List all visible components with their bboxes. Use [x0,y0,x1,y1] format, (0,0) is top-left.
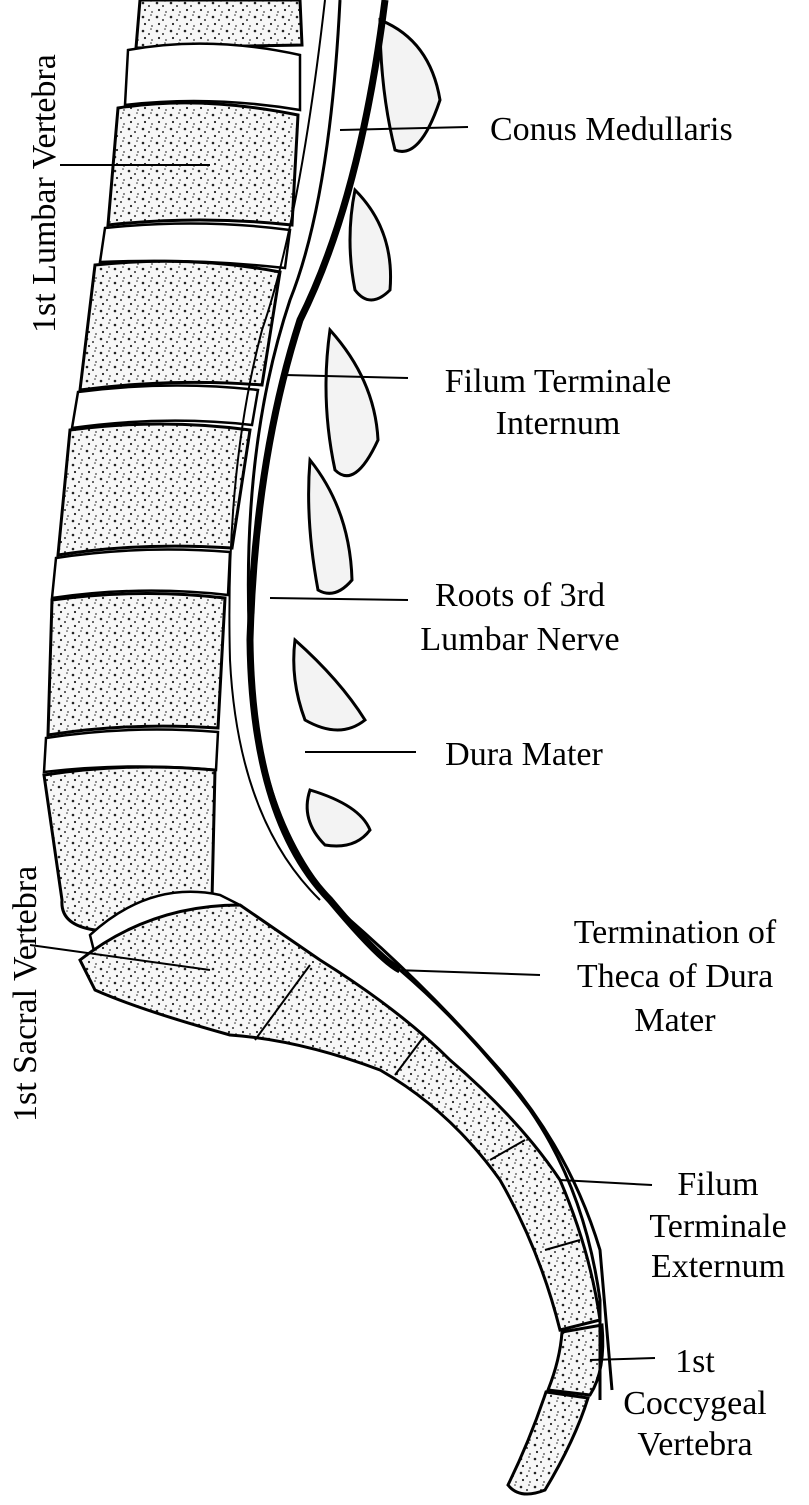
coccyx [506,1390,590,1496]
label-filum-terminale-externum-line3: Externum [651,1248,785,1285]
coccygeal-vertebra-1 [545,1323,605,1397]
sacral-segment-line [254,964,311,1041]
sacral-segment-line [489,1139,526,1161]
sacral-segment-line [394,1034,426,1076]
label-termination-line2: Theca of Dura [577,958,773,995]
spinous-process-3 [324,326,380,478]
vertebra-body-l2 [78,259,282,392]
vertebra-body-t12 [134,0,304,50]
nerve-roots [228,0,326,901]
intervertebral-disc-3 [70,384,260,430]
label-conus-medullaris: Conus Medullaris [490,111,733,148]
label-roots-line2: Lumbar Nerve [420,621,619,658]
spinous-process-5 [292,636,367,732]
sacral-segment-line [544,1239,581,1251]
sacrum [78,903,602,1332]
label-filum-terminale-internum-line2: Internum [496,405,621,442]
spinous-process-1 [378,17,442,153]
intervertebral-disc-4 [50,548,232,600]
intervertebral-disc-5 [42,728,220,774]
label-coccygeal-line2: Coccygeal [623,1385,767,1422]
filum-terminale-externum [399,968,602,1400]
label-1st-sacral-vertebra: 1st Sacral Vertebra [7,866,44,1122]
leader-termination [394,969,541,976]
label-termination-line3: Mater [634,1002,716,1039]
intervertebral-disc-1 [123,42,302,112]
spinous-process-6 [305,788,372,848]
label-filum-terminale-externum-line2: Terminale [649,1208,786,1245]
sacrum-coccyx [78,890,605,1496]
label-termination-line1: Termination of [574,914,777,951]
vertebra-body-l3 [56,422,252,557]
leader-lines [29,126,656,1361]
leader-roots [269,597,409,601]
leader-coccygeal [589,1357,656,1361]
leader-sacral-vertebra [29,944,211,971]
label-coccygeal-line1: 1st [675,1343,715,1380]
label-filum-terminale-externum-line1: Filum [677,1166,758,1203]
leader-conus-medullaris [339,126,469,131]
lumbar-vertebrae [42,0,304,932]
vertebra-body-l4 [46,591,227,737]
filum-terminale-internum [246,0,402,974]
leader-filum-externum [559,1179,653,1186]
label-roots-line1: Roots of 3rd [435,577,605,614]
spinal-canal [228,0,614,1400]
label-1st-lumbar-vertebra: 1st Lumbar Vertebra [26,54,63,333]
spinous-process-4 [307,456,354,595]
label-filum-terminale-internum-line1: Filum Terminale [445,363,671,400]
leader-filum-internum [284,374,409,379]
spinous-process-2 [348,186,393,302]
label-coccygeal-line3: Vertebra [637,1426,752,1463]
vertebra-body-l1 [106,101,300,227]
spinous-processes [292,17,442,848]
label-dura-mater: Dura Mater [445,736,603,773]
